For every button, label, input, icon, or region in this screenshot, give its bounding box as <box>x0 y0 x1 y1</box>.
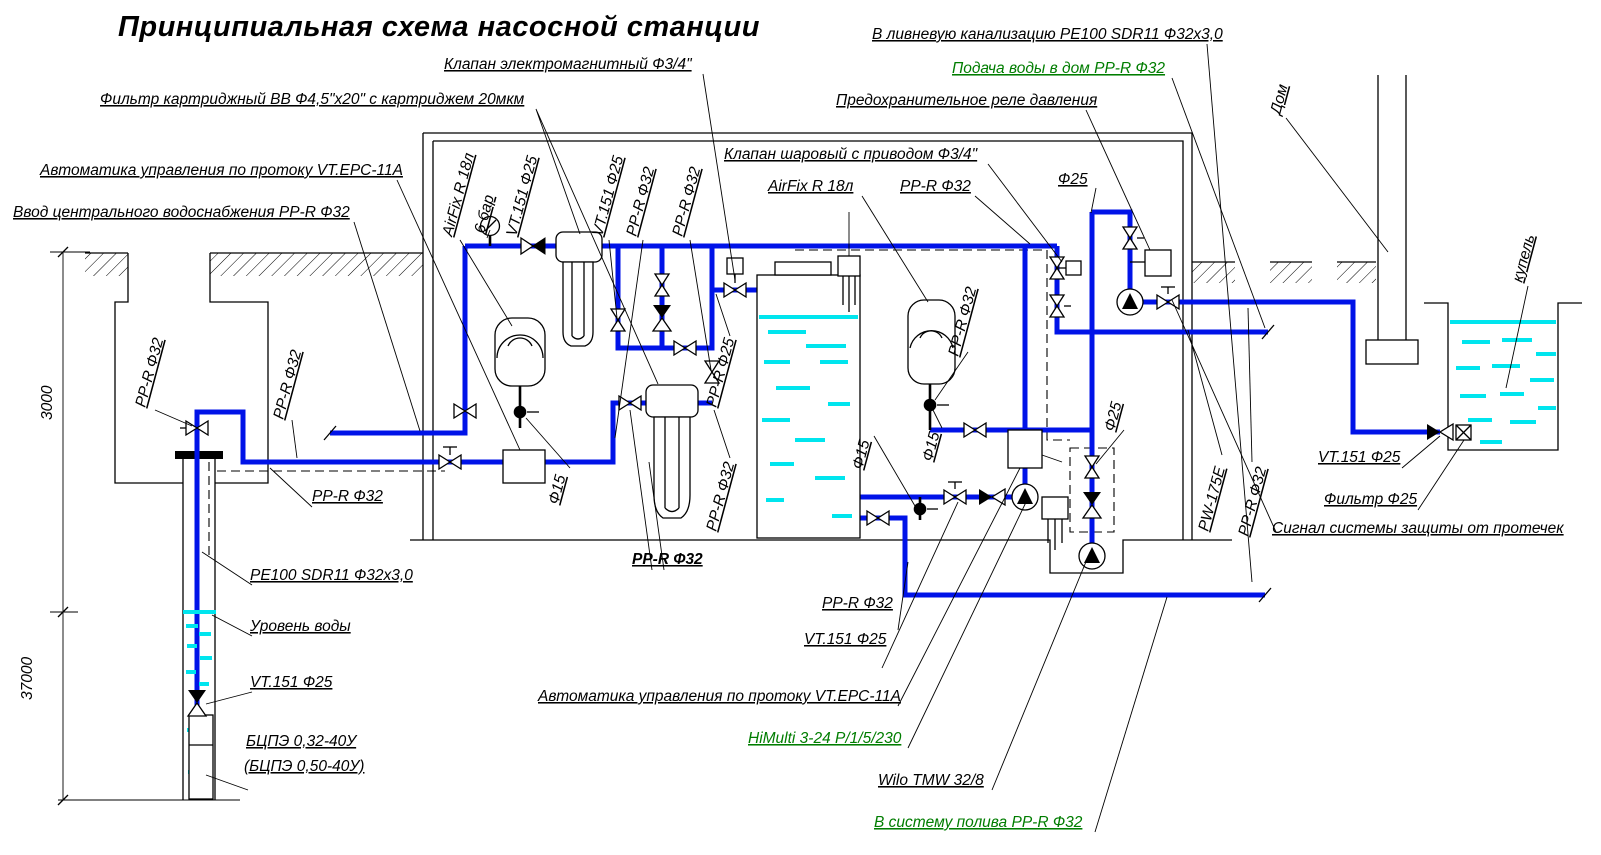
central-supply-pipe <box>330 246 468 436</box>
label-storm-sewer: В ливневую канализацию PE100 SDR11 Ф32x3… <box>872 26 1223 43</box>
label-house: Дом <box>1267 82 1292 118</box>
label-flow-automation-1: Автоматика управления по протоку VT.EPC-… <box>39 162 403 179</box>
check-valve-icon <box>978 488 1006 506</box>
dim-3000: 3000 <box>39 385 56 420</box>
expansion-vessel-1 <box>494 317 546 428</box>
well-supply-pipe <box>194 400 712 795</box>
valve-icon <box>943 489 967 505</box>
page-title: Принципиальная схема насосной станции <box>118 11 760 43</box>
label-ppr32-e: PP-R Ф32 <box>1235 465 1270 538</box>
label-solenoid-valve: Клапан электромагнитный Ф3/4" <box>444 56 693 73</box>
label-pool: купель <box>1509 233 1538 284</box>
well-check-valve-icon <box>187 689 207 717</box>
valve-icon <box>654 273 670 297</box>
label-water-level: Уровень воды <box>249 618 351 635</box>
leader-lines <box>154 43 1529 833</box>
sump-pump-wilo <box>1078 542 1106 570</box>
label-pw175e: PW-175E <box>1195 464 1229 533</box>
expansion-vessel-2 <box>907 299 956 430</box>
label-borehole-pump: БЦПЭ 0,32-40У <box>246 733 358 750</box>
valve-icon <box>610 308 626 332</box>
label-ppr32-b: PP-R Ф32 <box>669 165 704 238</box>
check-valve-icon <box>1082 491 1102 519</box>
label-airfix-2: AirFix R 18л <box>767 178 854 195</box>
cartridge-filter-1 <box>555 231 603 347</box>
valve-icon <box>1084 455 1100 479</box>
bypass-loop <box>615 246 715 351</box>
dim-37000: 37000 <box>19 657 36 700</box>
label-vt151-a: VT.151 Ф25 <box>503 154 541 238</box>
drain-tap-icon <box>513 405 527 419</box>
pool-inlet-fittings <box>1426 423 1472 441</box>
label-irrigation: В систему полива PP-R Ф32 <box>874 814 1083 831</box>
solenoid-valve <box>723 257 747 298</box>
label-leak-signal: Сигнал системы защиты от протечек <box>1272 520 1564 537</box>
plunge-pool <box>1424 302 1582 451</box>
label-himulti: HiMulti 3-24 P/1/5/230 <box>748 730 902 747</box>
label-vt151-bottom: VT.151 Ф25 <box>804 631 887 648</box>
pressure-gauge <box>479 215 501 246</box>
label-ppr32-well: PP-R Ф32 <box>312 488 383 505</box>
valve-icon <box>1049 294 1065 318</box>
label-ppr32-c: PP-R Ф32 <box>703 460 738 533</box>
label-ppr32-well-a: PP-R Ф32 <box>132 336 167 409</box>
motorized-ball-valve <box>1049 256 1082 280</box>
label-motorized-valve: Клапан шаровый с приводом Ф3/4" <box>724 146 979 163</box>
label-f15-c: Ф15 <box>545 473 569 506</box>
storage-tank <box>756 212 861 539</box>
pump-himulti <box>1011 483 1039 511</box>
ground <box>85 252 1376 283</box>
label-ppr32-bottom: PP-R Ф32 <box>822 595 893 612</box>
label-central-inlet: Ввод центрального водоснабжения PP-R Ф32 <box>13 204 350 221</box>
level-sensor <box>837 255 861 277</box>
tank-lid <box>774 261 832 276</box>
label-cartridge-filter: Фильтр картриджный BB Ф4,5"x20" с картри… <box>100 91 525 108</box>
well-structure <box>58 253 269 801</box>
dimension-lines <box>50 246 90 806</box>
valve-icon <box>438 454 462 470</box>
label-vt151-b: VT.151 Ф25 <box>589 154 627 238</box>
label-pressure-relay: Предохранительное реле давления <box>836 92 1097 109</box>
pool-water <box>1450 320 1556 444</box>
flow-automation-box-inlet <box>502 449 546 484</box>
flow-automation-box-outlet <box>1007 429 1043 469</box>
label-borehole-pump-alt: (БЦПЭ 0,50-40У) <box>244 758 364 775</box>
check-valve-icon <box>652 304 672 332</box>
drain-tap-icon <box>923 398 937 412</box>
valve-icon <box>1122 226 1138 250</box>
house-structure <box>1365 75 1419 365</box>
label-filter-f25: Фильтр Ф25 <box>1324 491 1417 508</box>
label-wilo: Wilo TMW 32/8 <box>878 772 984 789</box>
equipment-room <box>410 132 1232 574</box>
circulation-pump <box>1116 288 1144 316</box>
borehole-pump <box>188 714 214 800</box>
valve-icon <box>963 422 987 438</box>
signal-cables <box>217 249 1115 533</box>
label-well-pipe: PE100 SDR11 Ф32x3,0 <box>250 567 413 584</box>
label-ppr32-well-b: PP-R Ф32 <box>270 348 305 421</box>
cartridge-filter-2 <box>645 384 699 519</box>
house-footing <box>1365 339 1419 365</box>
valve-icon <box>618 395 642 411</box>
valve-icon <box>673 340 697 356</box>
label-flow-automation-2: Автоматика управления по протоку VT.EPC-… <box>537 688 901 705</box>
label-vt151-pool: VT.151 Ф25 <box>1318 449 1401 466</box>
label-house-supply: Подача воды в дом PP-R Ф32 <box>952 60 1165 77</box>
label-ppr32-top: PP-R Ф32 <box>900 178 971 195</box>
pressure-relay-box <box>1144 249 1172 277</box>
label-vt151-well: VT.151 Ф25 <box>250 674 333 691</box>
distribution-riser <box>1089 209 1133 543</box>
label-ppr32-a: PP-R Ф32 <box>623 165 658 238</box>
valve-icon <box>866 510 890 526</box>
label-f25-riser: Ф25 <box>1101 400 1125 433</box>
pool-feed-pipe <box>1130 299 1440 435</box>
label-ppr32-center: PP-R Ф32 <box>632 551 703 568</box>
valve-icon <box>1156 294 1180 310</box>
sump-float-switch <box>1041 496 1069 550</box>
label-f25-top: Ф25 <box>1058 171 1088 188</box>
label-f15-b: Ф15 <box>919 430 943 463</box>
